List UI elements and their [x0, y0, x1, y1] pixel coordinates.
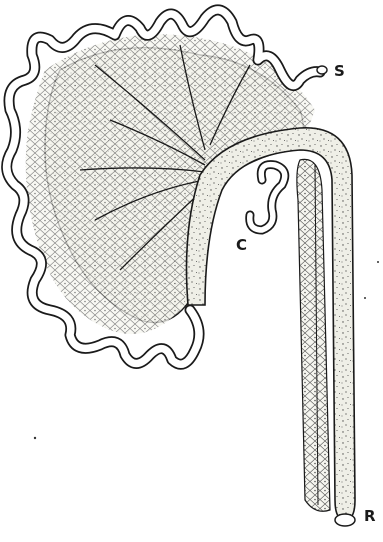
- cellular-layer: [26, 34, 315, 334]
- c-loop-lumen: [250, 165, 285, 230]
- speck: [34, 437, 36, 439]
- label-r: R: [364, 507, 376, 525]
- r-tube-end: [335, 514, 355, 526]
- label-s: S: [334, 62, 345, 80]
- main-duct-outer: [187, 128, 356, 520]
- label-c: C: [236, 236, 247, 254]
- c-loop: [250, 165, 285, 230]
- descending-tube: [297, 159, 330, 511]
- s-tube-end: [317, 66, 327, 74]
- speck: [377, 261, 379, 263]
- speck: [364, 297, 366, 299]
